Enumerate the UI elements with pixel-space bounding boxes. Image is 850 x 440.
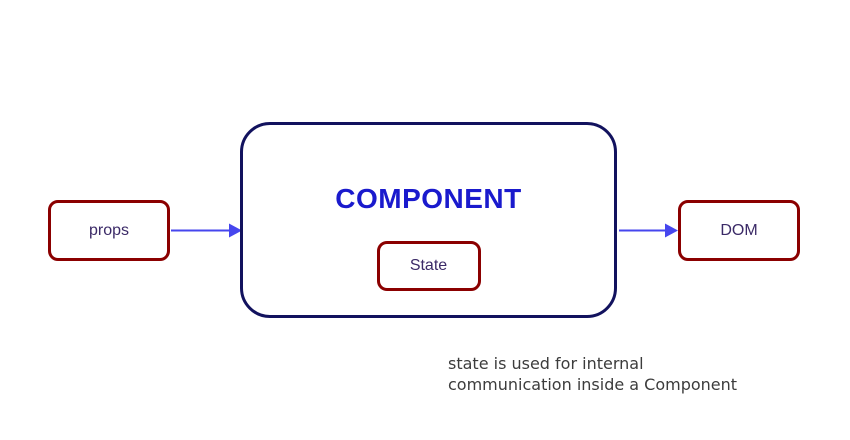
caption-line2: communication inside a Component — [448, 375, 738, 394]
component-label: COMPONENT — [335, 183, 522, 214]
dom-label: DOM — [720, 221, 758, 239]
props-node: props — [48, 200, 170, 261]
right-arrow-icon — [619, 223, 678, 238]
caption-line1: state is used for internal — [448, 354, 644, 373]
props-label: props — [88, 221, 130, 239]
state-node: State — [376, 241, 481, 291]
dom-node: DOM — [678, 200, 800, 261]
right-arrow-icon — [171, 223, 242, 238]
state-label: State — [409, 257, 448, 274]
component-node: COMPONENT State — [240, 122, 617, 318]
caption: state is used for internal communication… — [448, 353, 737, 395]
